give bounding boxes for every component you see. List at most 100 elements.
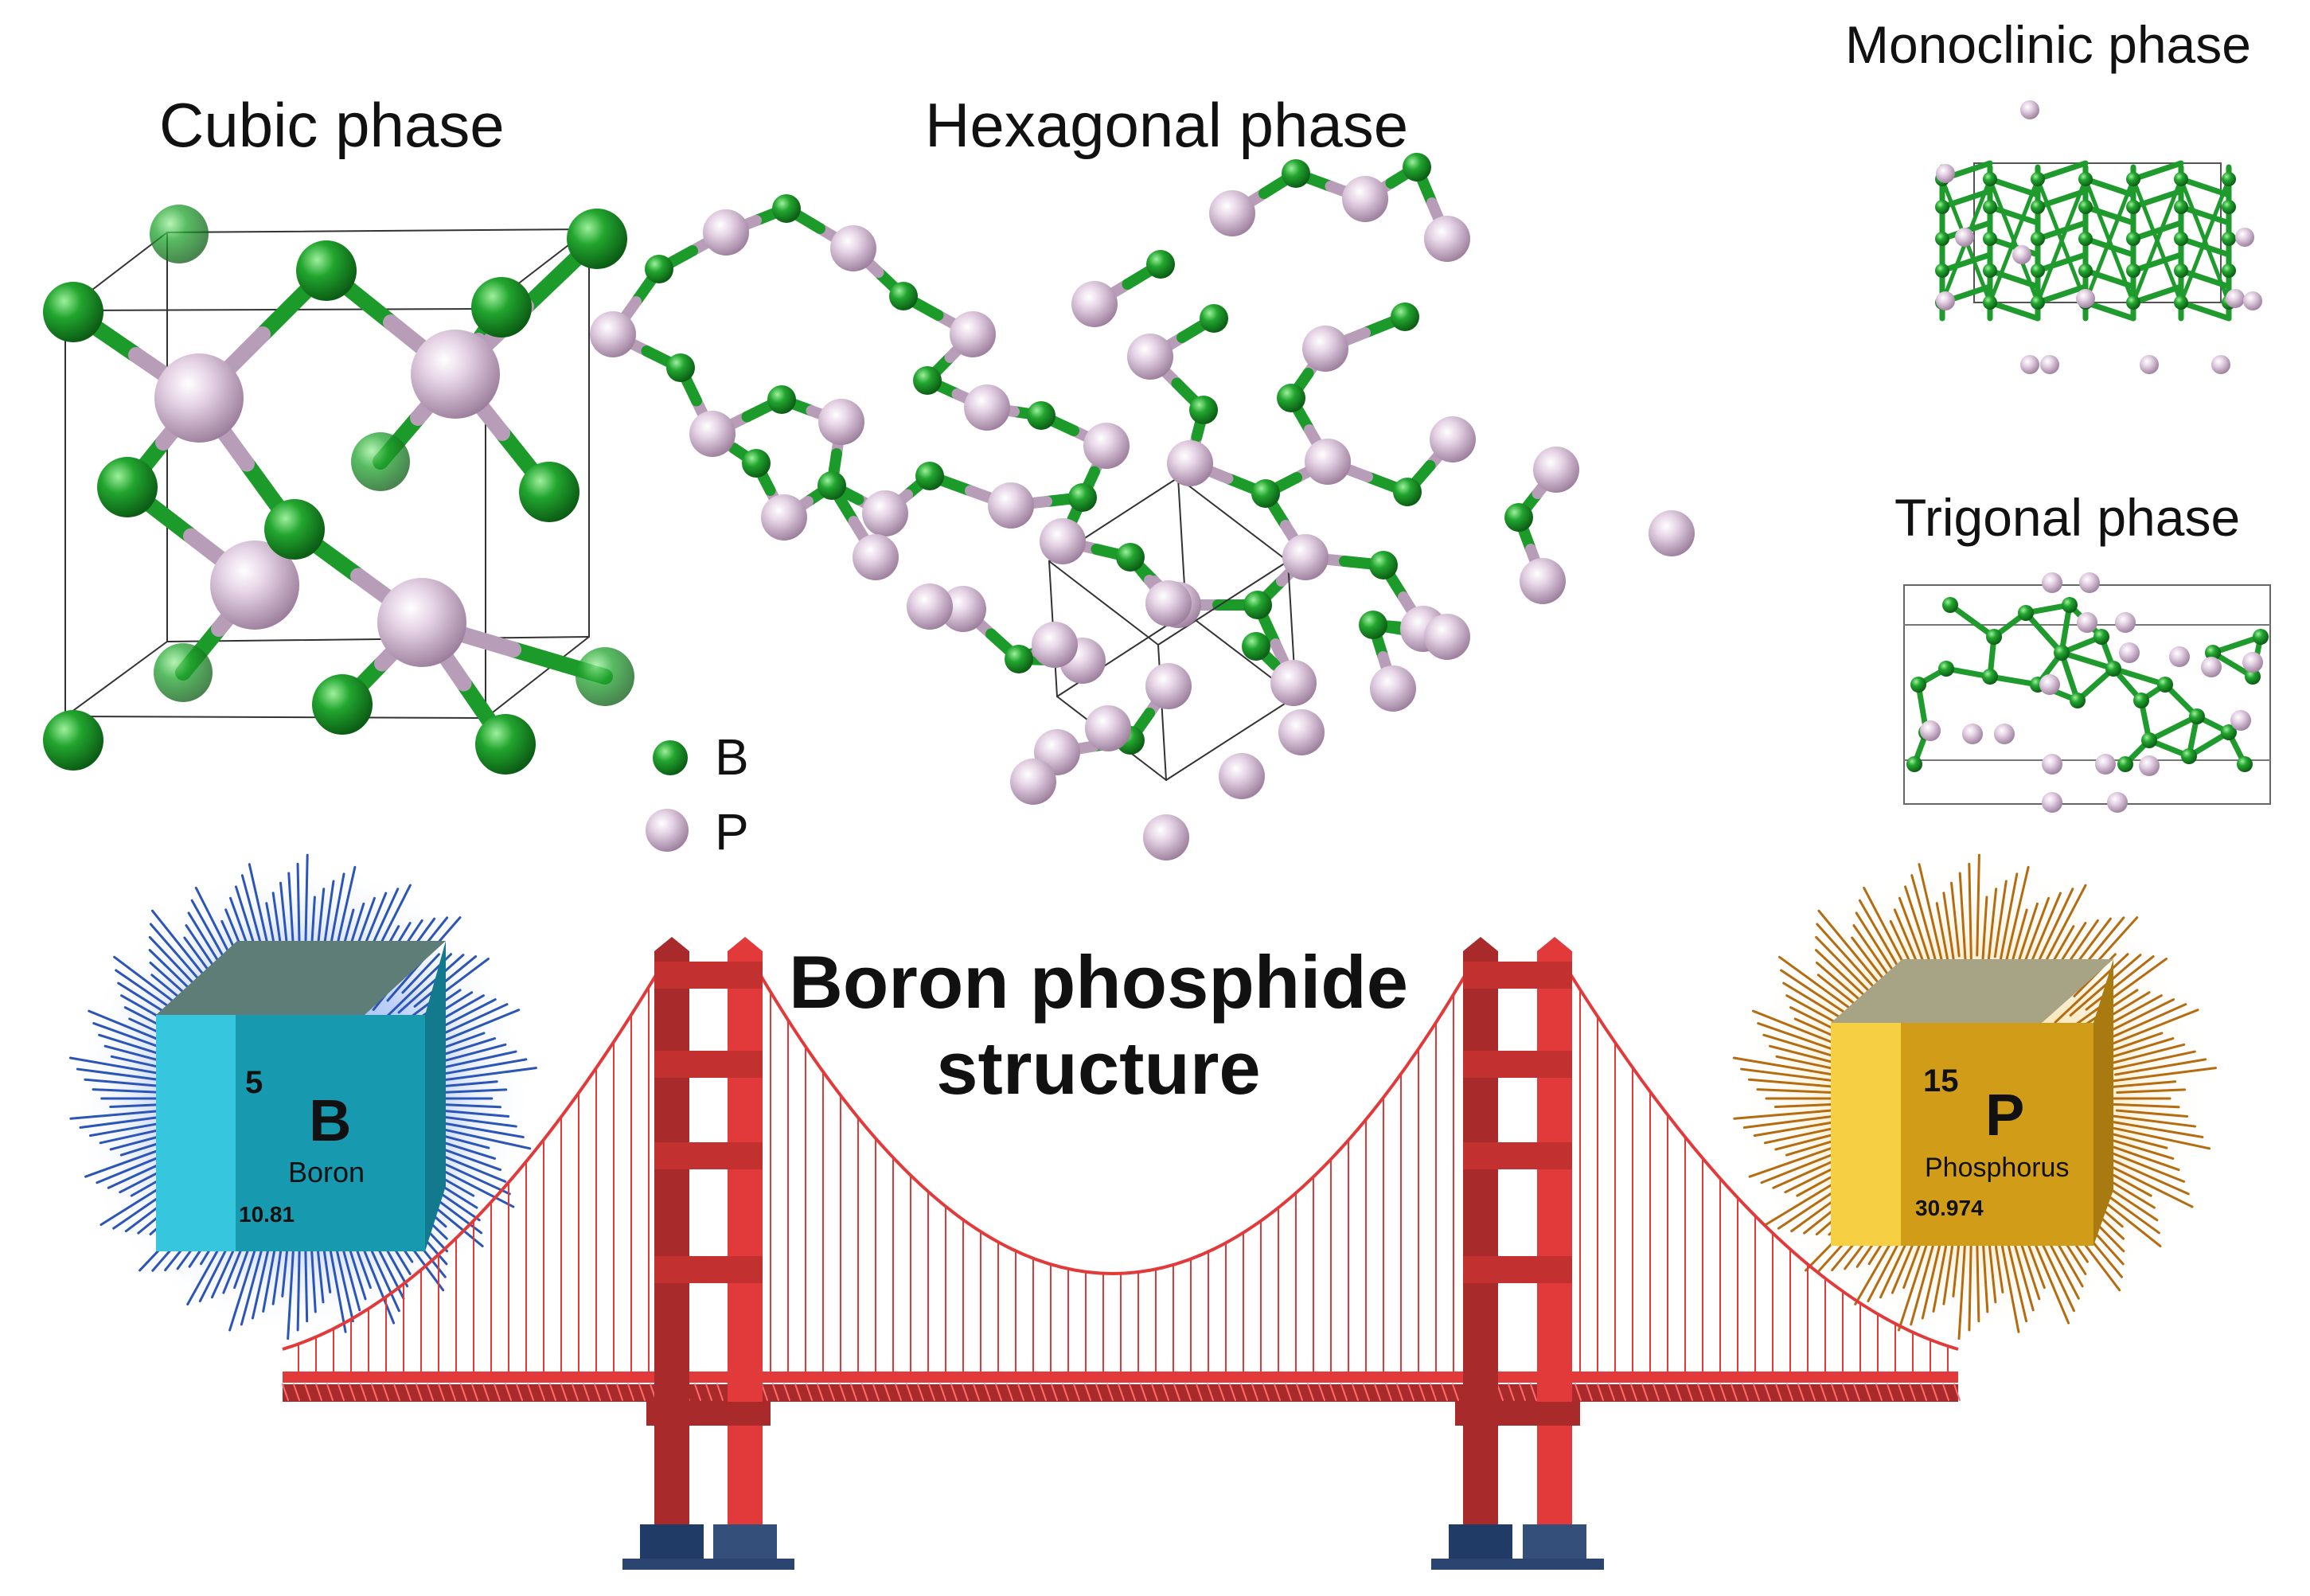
tower-cap	[728, 937, 763, 951]
boron-atom	[2222, 232, 2236, 246]
phosphorus-atom	[1305, 439, 1351, 485]
bond	[2035, 177, 2088, 305]
boron-atom	[1251, 479, 1280, 508]
boron-atom	[2126, 172, 2140, 186]
deck-truss	[1496, 1383, 1504, 1401]
glow-ray	[397, 954, 465, 1014]
phosphorus-symbol: P	[1985, 1082, 2025, 1148]
deck-truss	[973, 1383, 980, 1401]
phosphorus-atom	[2211, 355, 2230, 374]
phosphorus-atomic-number: 15	[1923, 1063, 1959, 1098]
phosphorus-legend-swatch	[646, 809, 689, 852]
deck-truss	[1196, 1383, 1203, 1401]
unit-cell-edge	[166, 228, 590, 233]
deck-truss	[884, 1383, 891, 1401]
boron-atom	[2157, 677, 2173, 693]
deck-truss	[371, 1383, 378, 1401]
phosphorus-atom	[1167, 440, 1213, 486]
deck-truss	[616, 1383, 623, 1401]
boron-atom	[2174, 295, 2188, 310]
tower-foundation	[640, 1524, 704, 1563]
bond	[2082, 299, 2136, 322]
phosphorus-atom	[964, 384, 1010, 431]
deck-truss	[1262, 1383, 1270, 1401]
boron-atomic-number: 5	[245, 1065, 263, 1100]
tower-crossbeam	[654, 1256, 763, 1283]
tower-foundation	[622, 1559, 794, 1570]
bond	[2179, 177, 2231, 305]
deck-truss	[1619, 1383, 1626, 1401]
phosphorus-atom	[1936, 164, 1955, 183]
phosphorus-atom	[2107, 792, 2128, 813]
bond	[2058, 650, 2117, 672]
phosphorus-atom	[2140, 355, 2159, 374]
phosphorus-atom	[1920, 720, 1941, 741]
deck-truss	[1318, 1383, 1325, 1401]
deck-truss	[1207, 1383, 1214, 1401]
bond	[2035, 220, 2089, 242]
boron-atom	[742, 449, 771, 478]
legend-phosphorus-label: P	[715, 803, 749, 860]
deck-truss	[360, 1383, 367, 1401]
unit-cell-edge	[166, 636, 590, 642]
bridge-tower	[622, 937, 794, 1570]
boron-atom	[2031, 263, 2045, 278]
phosphorus-atom	[2040, 355, 2059, 374]
phosphorus-atom	[862, 490, 908, 537]
boron-atom	[2078, 232, 2093, 246]
boron-atom	[666, 353, 695, 382]
deck-truss	[326, 1383, 334, 1401]
glow-ray	[1950, 881, 1961, 958]
deck-truss	[917, 1383, 924, 1401]
deck-truss	[1664, 1383, 1671, 1401]
glow-ray	[442, 1058, 528, 1075]
phosphorus-atom	[1278, 709, 1325, 755]
phosphorus-atom	[907, 583, 953, 630]
phosphorus-atom	[1533, 447, 1579, 493]
boron-name: Boron	[288, 1156, 365, 1188]
deck-truss	[1452, 1383, 1459, 1401]
deck-truss	[382, 1383, 389, 1401]
bond	[1987, 204, 2041, 226]
deck-truss	[861, 1383, 868, 1401]
boron-atom	[43, 282, 103, 342]
tower-cap	[654, 937, 689, 951]
unit-cell-edge	[64, 308, 486, 311]
glow-ray	[1753, 1121, 1835, 1137]
phosphorus-atom	[1145, 663, 1192, 709]
phosphorus-atom	[830, 225, 876, 271]
boron-atom	[1935, 200, 1949, 214]
deck-truss	[1051, 1383, 1058, 1401]
glow-ray	[2011, 908, 2028, 962]
boron-atom	[2070, 693, 2086, 708]
boron-atom	[1027, 401, 1055, 430]
boron-atom	[1068, 483, 1097, 512]
tower-leg	[1463, 951, 1498, 1524]
phosphorus-atom	[703, 209, 749, 256]
boron-atom	[1504, 503, 1533, 532]
glow-ray	[240, 1239, 266, 1326]
phosphorus-atom	[988, 482, 1034, 529]
deck-truss	[1887, 1383, 1894, 1401]
deck-truss	[1017, 1383, 1024, 1401]
deck-truss	[1519, 1383, 1526, 1401]
glow-ray	[2109, 1037, 2175, 1059]
boron-atom	[767, 385, 796, 414]
bond	[1947, 602, 1997, 640]
phosphorus-atom	[2243, 291, 2262, 310]
deck-truss	[293, 1383, 300, 1401]
glow-ray	[1986, 888, 1998, 974]
glow-ray	[2100, 1102, 2180, 1109]
main-title-line-1: Boron phosphide	[788, 940, 1409, 1024]
glow-ray	[1910, 874, 1941, 978]
glow-ray	[1773, 1103, 1832, 1108]
boron-atom	[475, 714, 536, 775]
bond	[1939, 252, 1993, 274]
deck-truss	[1686, 1383, 1693, 1401]
suspension-bridge-icon	[282, 937, 1961, 1570]
hexagonal-phase-title: Hexagonal phase	[925, 90, 1409, 160]
phosphorus-atom	[377, 578, 466, 667]
tower-foundation	[1431, 1559, 1604, 1570]
deck-truss	[1753, 1383, 1760, 1401]
